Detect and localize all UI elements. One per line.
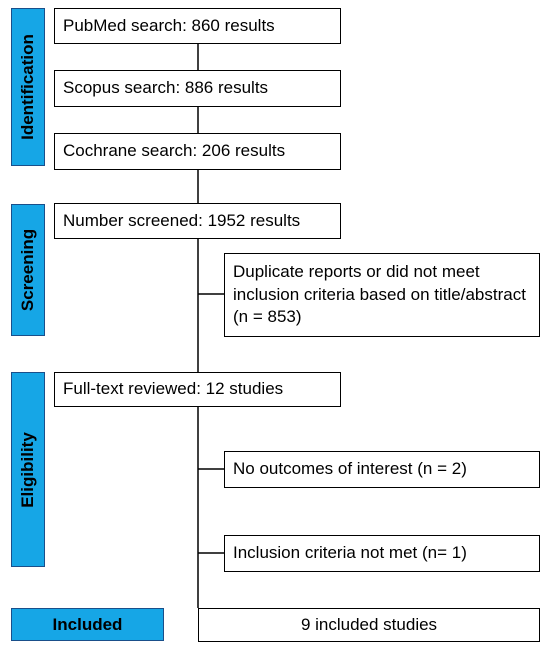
scopus-search-box: Scopus search: 886 results bbox=[54, 70, 341, 107]
fulltext-reviewed-box: Full-text reviewed: 12 studies bbox=[54, 372, 341, 407]
criteria-not-met-box: Inclusion criteria not met (n= 1) bbox=[224, 535, 540, 572]
pubmed-search-text: PubMed search: 860 results bbox=[63, 15, 275, 35]
criteria-not-met-text: Inclusion criteria not met (n= 1) bbox=[233, 543, 467, 563]
fulltext-reviewed-text: Full-text reviewed: 12 studies bbox=[63, 379, 284, 399]
stage-included-label: Included bbox=[52, 614, 123, 634]
stage-identification-label: Identification bbox=[18, 34, 37, 140]
screening-exclusion-text: Duplicate reports or did not meet inclus… bbox=[233, 261, 526, 327]
screening-exclusion-box: Duplicate reports or did not meet inclus… bbox=[224, 253, 540, 337]
screened-box: Number screened: 1952 results bbox=[54, 203, 341, 239]
cochrane-search-text: Cochrane search: 206 results bbox=[63, 141, 286, 161]
stage-screening: Screening bbox=[11, 204, 45, 336]
scopus-search-text: Scopus search: 886 results bbox=[63, 78, 269, 98]
stage-eligibility-label: Eligibility bbox=[18, 431, 37, 508]
included-studies-box: 9 included studies bbox=[198, 608, 540, 642]
stage-screening-label: Screening bbox=[18, 228, 38, 312]
cochrane-search-box: Cochrane search: 206 results bbox=[54, 133, 341, 170]
no-outcomes-text: No outcomes of interest (n = 2) bbox=[233, 459, 467, 479]
stage-eligibility: Eligibility bbox=[11, 372, 45, 567]
stage-included: Included bbox=[11, 608, 164, 641]
pubmed-search-box: PubMed search: 860 results bbox=[54, 8, 341, 44]
included-studies-text: 9 included studies bbox=[300, 614, 438, 634]
stage-identification: Identification bbox=[11, 8, 45, 166]
screened-text: Number screened: 1952 results bbox=[63, 210, 301, 230]
no-outcomes-box: No outcomes of interest (n = 2) bbox=[224, 451, 540, 488]
